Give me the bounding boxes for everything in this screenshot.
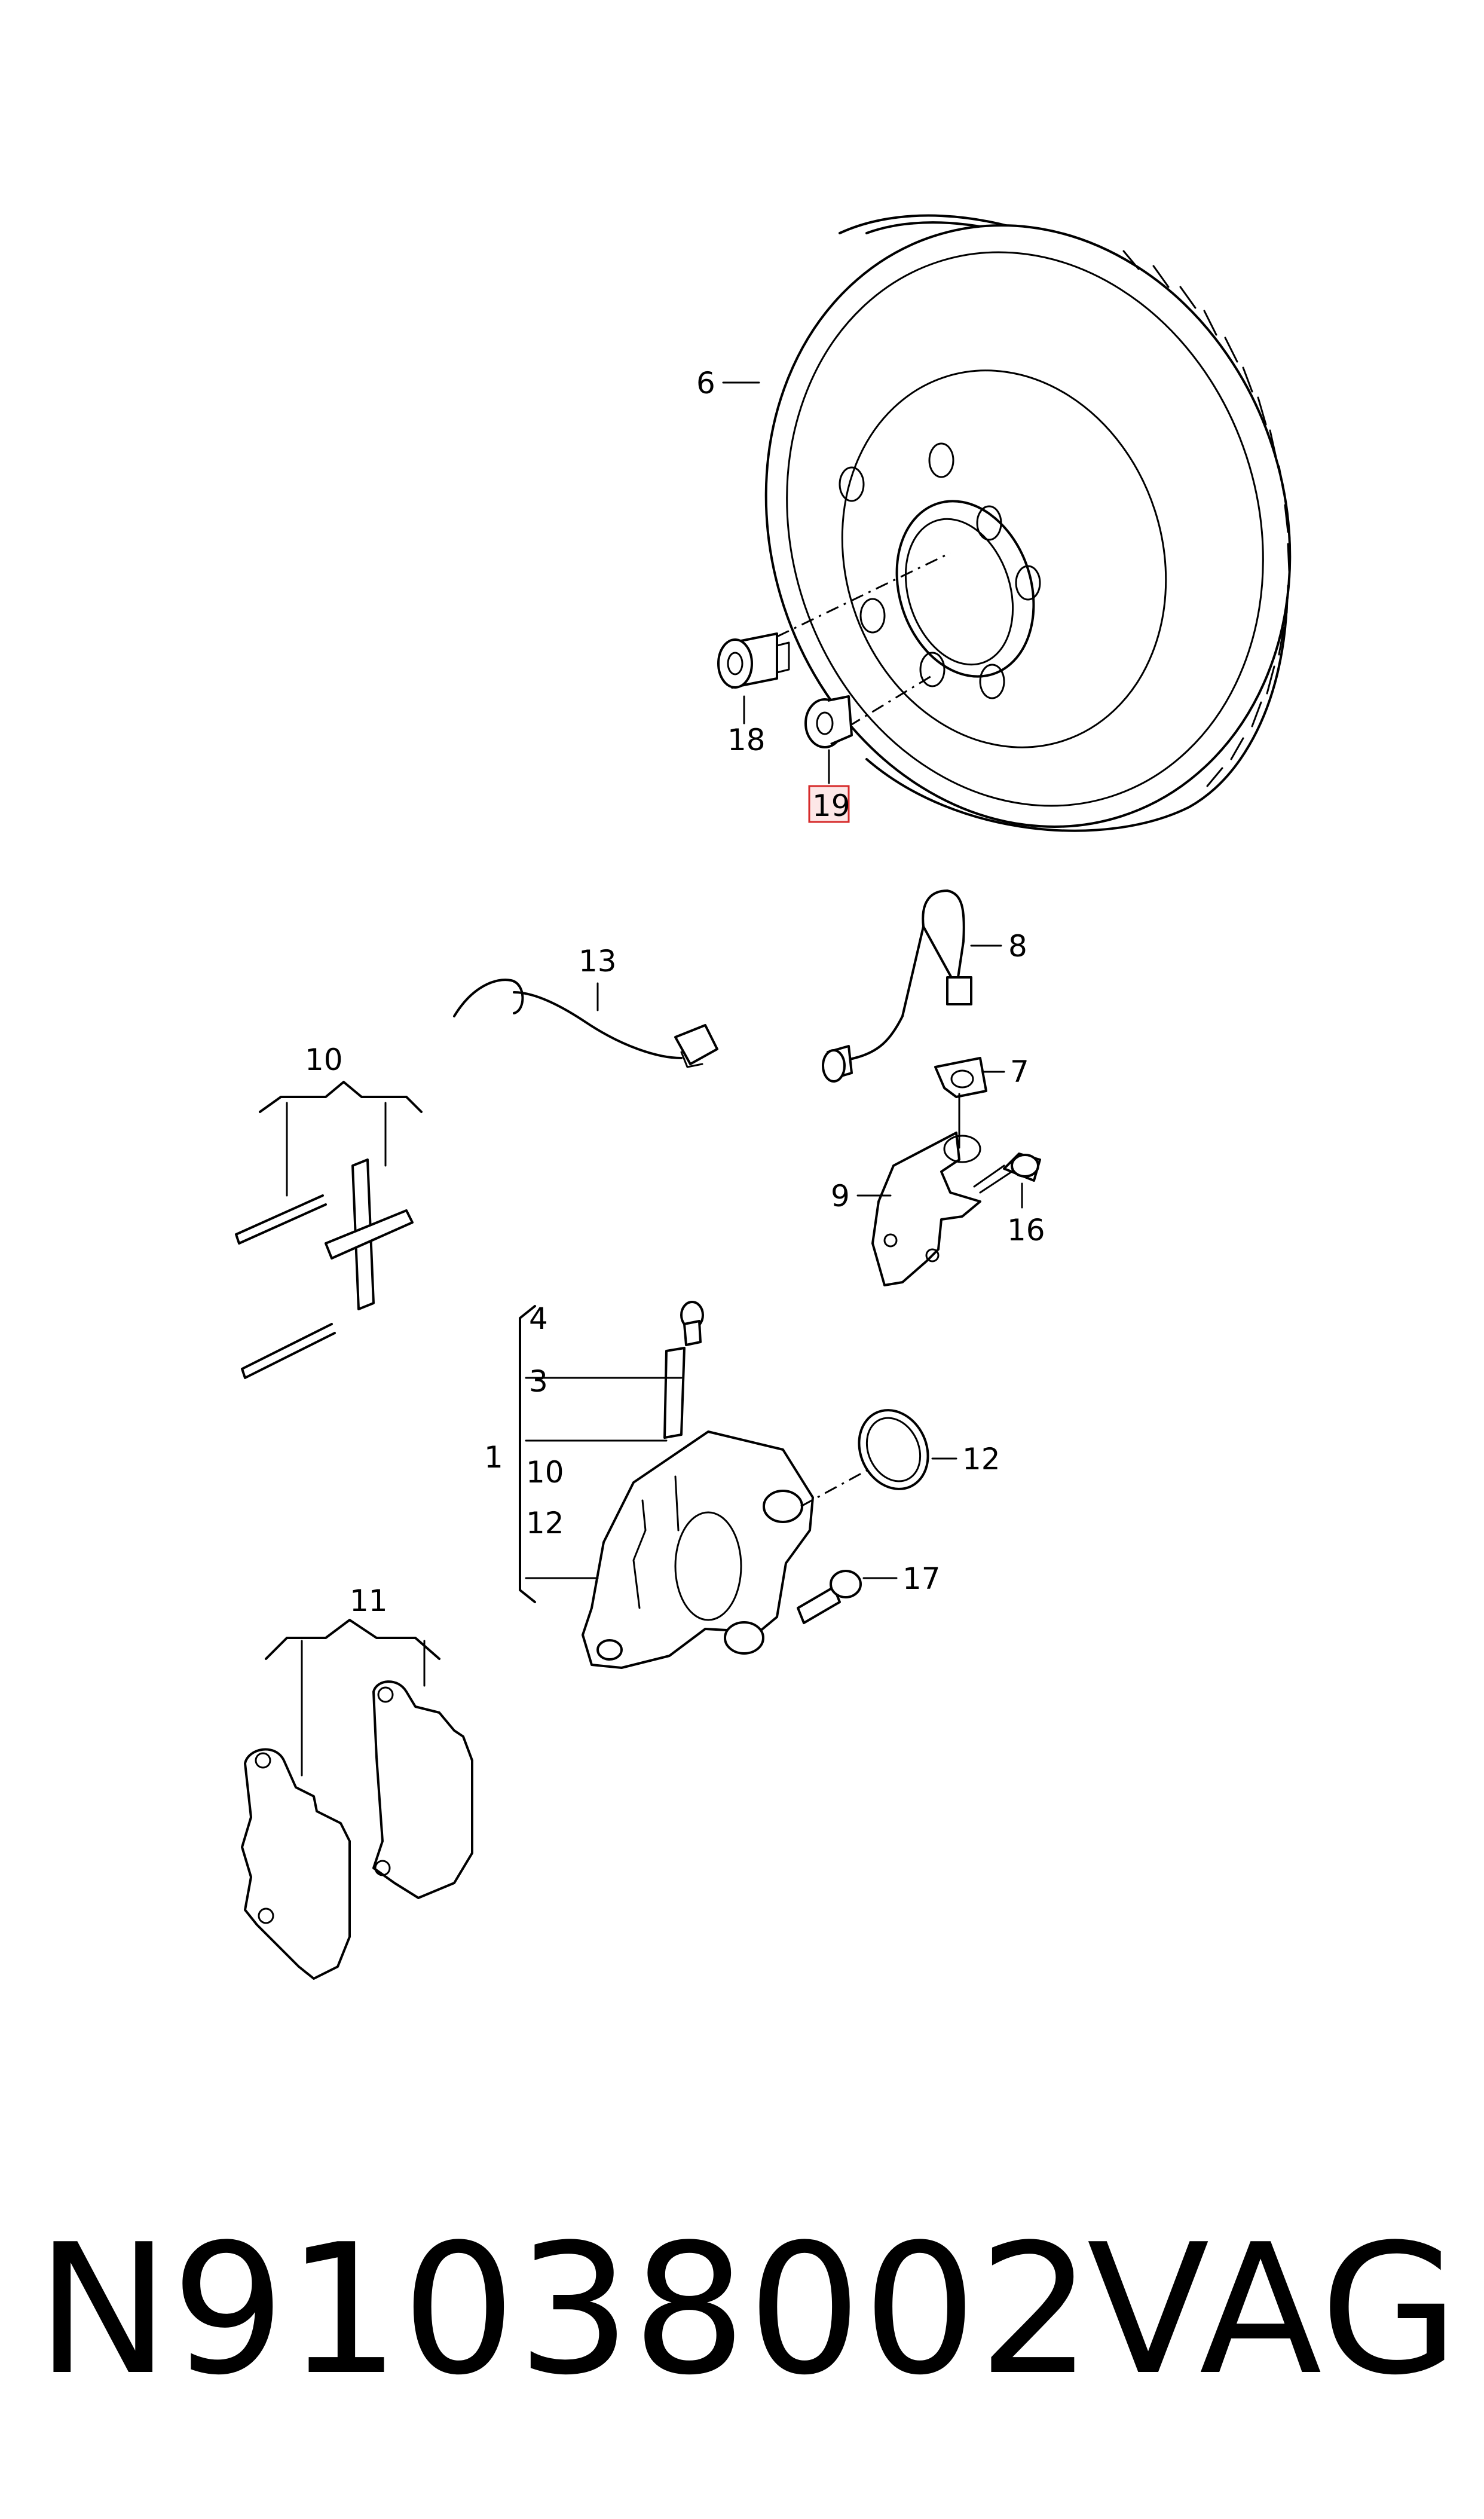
caliper-bolt	[797, 1570, 862, 1624]
label-8: 8	[1008, 929, 1027, 964]
brake-line	[822, 889, 972, 1083]
piston-seal	[800, 1409, 929, 1508]
label-19: 19	[812, 788, 850, 823]
retaining-clip	[934, 1057, 987, 1149]
label-6: 6	[696, 366, 715, 401]
label-18: 18	[727, 723, 766, 757]
label-7: 7	[1010, 1054, 1029, 1089]
label-17: 17	[902, 1561, 941, 1596]
label-3: 3	[529, 1364, 548, 1399]
label-16: 16	[1007, 1213, 1045, 1248]
label-10-caliper: 10	[526, 1455, 564, 1490]
label-12-seal: 12	[962, 1442, 1000, 1476]
bracket-bolt	[973, 1152, 1041, 1194]
label-13: 13	[579, 944, 617, 979]
brand-name: VAG	[1087, 2206, 1460, 2414]
label-11: 11	[350, 1583, 388, 1618]
part-number: N91038002	[36, 2206, 1094, 2414]
label-9: 9	[831, 1179, 850, 1213]
label-1: 1	[484, 1440, 503, 1475]
callout-labels: 6 18 19 8 13 7 10 9 16 4 3 1 10 12 12 17…	[305, 366, 1045, 1618]
label-4: 4	[529, 1301, 548, 1336]
pad-spring-kit	[235, 1081, 423, 1379]
brake-pads	[241, 1619, 473, 1980]
label-10-top: 10	[305, 1043, 343, 1077]
highlight-box-19	[808, 785, 850, 823]
brake-caliper	[519, 1301, 814, 1669]
leader-lines	[596, 381, 1023, 1579]
wheel-bolt	[717, 632, 790, 689]
label-12-caliper: 12	[526, 1506, 564, 1540]
brake-disc	[764, 214, 1292, 832]
disc-screw	[804, 695, 853, 748]
wear-sensor	[453, 979, 718, 1068]
hose-bracket	[871, 1132, 981, 1286]
